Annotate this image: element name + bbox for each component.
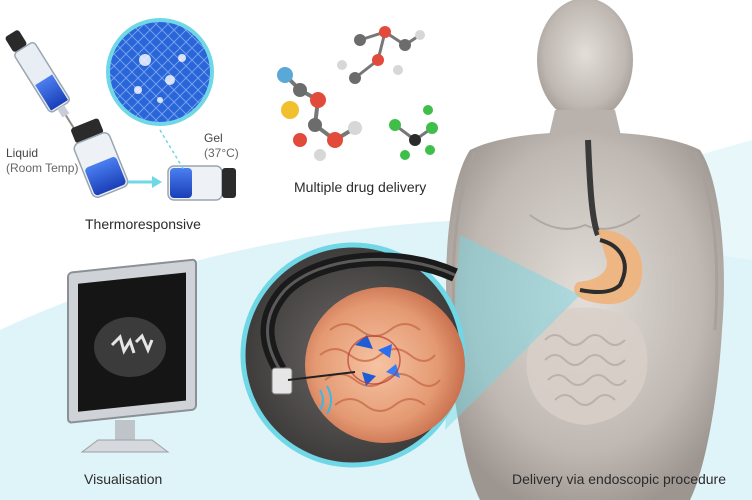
human-torso [446, 0, 724, 500]
caption-multiple-drug-delivery: Multiple drug delivery [294, 179, 427, 195]
zoom-beam [445, 235, 580, 430]
label-gel: Gel (37°C) [204, 131, 239, 161]
caption-thermoresponsive: Thermoresponsive [85, 216, 201, 232]
monitor [67, 258, 197, 453]
endoscopy-zoom-circle [240, 242, 466, 468]
label-liquid-temp: (Room Temp) [6, 161, 79, 175]
label-gel-title: Gel [204, 131, 223, 145]
label-gel-temp: (37°C) [204, 146, 239, 160]
vial-gel [167, 165, 236, 201]
drug-molecules [277, 26, 438, 161]
caption-delivery-endoscopic: Delivery via endoscopic procedure [512, 471, 726, 487]
label-liquid-title: Liquid [6, 146, 39, 160]
stomach [574, 139, 643, 305]
label-liquid: Liquid (Room Temp) [6, 146, 78, 176]
arrow-liquid-to-gel [128, 176, 162, 188]
vial-liquid [71, 118, 129, 198]
gel-magnified-circle [106, 18, 214, 171]
caption-visualisation: Visualisation [84, 471, 163, 487]
